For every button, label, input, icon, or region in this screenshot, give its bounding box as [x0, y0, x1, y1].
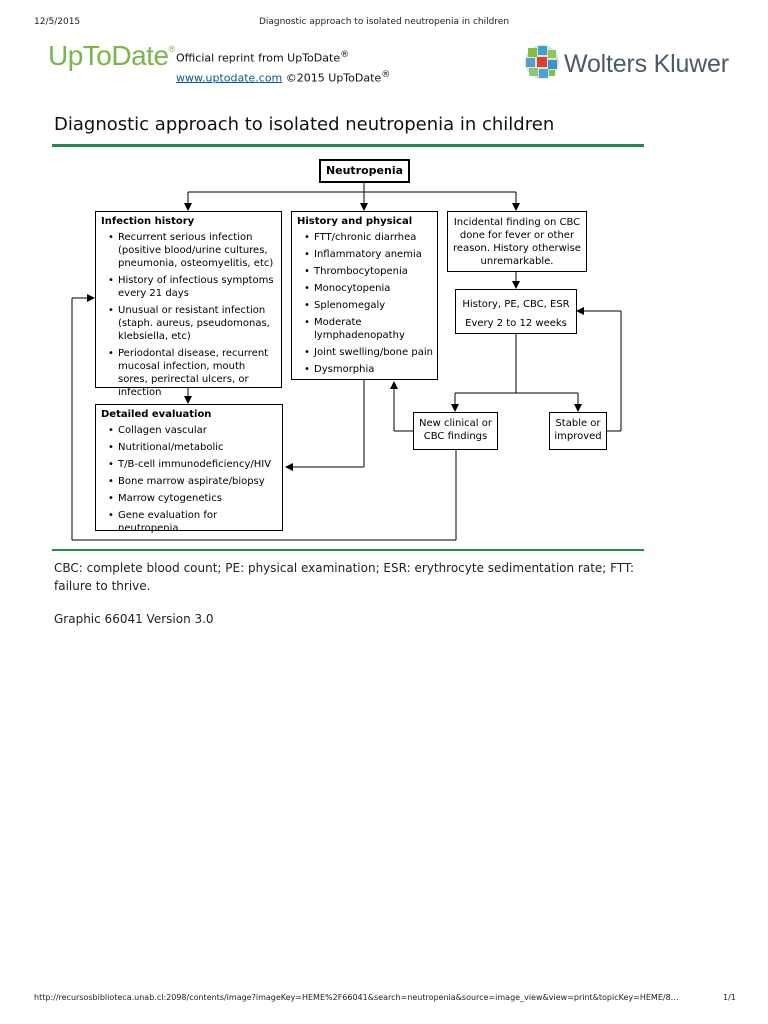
list-item: Inflammatory anemia [304, 248, 433, 261]
list-item: History of infectious symptoms every 21 … [108, 274, 277, 300]
node-followup: History, PE, CBC, ESR Every 2 to 12 week… [455, 289, 577, 334]
node-neutropenia: Neutropenia [319, 159, 410, 183]
print-title: Diagnostic approach to isolated neutrope… [258, 17, 510, 27]
list-item: Bone marrow aspirate/biopsy [108, 475, 278, 488]
node-history-physical: History and physical FTT/chronic diarrhe… [291, 211, 438, 380]
list-item: Splenomegaly [304, 299, 433, 312]
graphic-id: Graphic 66041 Version 3.0 [54, 612, 214, 626]
detailed-evaluation-heading: Detailed evaluation [101, 409, 212, 420]
list-item: Thrombocytopenia [304, 265, 433, 278]
wolters-kluwer-wordmark: Wolters Kluwer [564, 50, 729, 78]
node-detailed-evaluation: Detailed evaluation Collagen vascular Nu… [95, 404, 283, 534]
list-item: Gene evaluation for neutropenia [108, 509, 278, 535]
print-url: http://recursosbiblioteca.unab.cl:2098/c… [34, 993, 679, 1002]
uptodate-logo[interactable]: UpToDate® [48, 40, 175, 71]
wolters-kluwer-logo-icon [525, 45, 559, 79]
footnote-divider [52, 549, 644, 551]
list-item: Marrow cytogenetics [108, 492, 278, 505]
footnote: CBC: complete blood count; PE: physical … [54, 561, 635, 593]
node-incidental-finding: Incidental finding on CBC done for fever… [447, 211, 587, 272]
history-physical-heading: History and physical [297, 216, 413, 227]
list-item: Dysmorphia [304, 363, 433, 376]
reprint-notice: Official reprint from UpToDate® www.upto… [176, 49, 391, 85]
list-item: Joint swelling/bone pain [304, 346, 433, 359]
list-item: T/B-cell immunodeficiency/HIV [108, 458, 278, 471]
list-item: Monocytopenia [304, 282, 433, 295]
list-item: Recurrent serious infection (positive bl… [108, 231, 277, 270]
node-infection-history: Infection history Recurrent serious infe… [95, 211, 282, 398]
list-item: Unusual or resistant infection (staph. a… [108, 304, 277, 343]
node-new-findings: New clinical or CBC findings [413, 412, 498, 450]
print-date: 12/5/2015 [34, 17, 81, 27]
figure-title: Diagnostic approach to isolated neutrope… [54, 114, 555, 135]
infection-history-heading: Infection history [101, 216, 195, 227]
list-item: Nutritional/metabolic [108, 441, 278, 454]
list-item: Periodontal disease, recurrent mucosal i… [108, 347, 277, 399]
flowchart-connectors [71, 183, 622, 541]
title-divider [52, 144, 644, 147]
list-item: FTT/chronic diarrhea [304, 231, 433, 244]
uptodate-link[interactable]: www.uptodate.com [176, 71, 283, 85]
list-item: Collagen vascular [108, 424, 278, 437]
list-item: Moderate lymphadenopathy [304, 316, 433, 342]
page-number: 1/1 [723, 993, 736, 1002]
node-stable: Stable or improved [549, 412, 607, 450]
